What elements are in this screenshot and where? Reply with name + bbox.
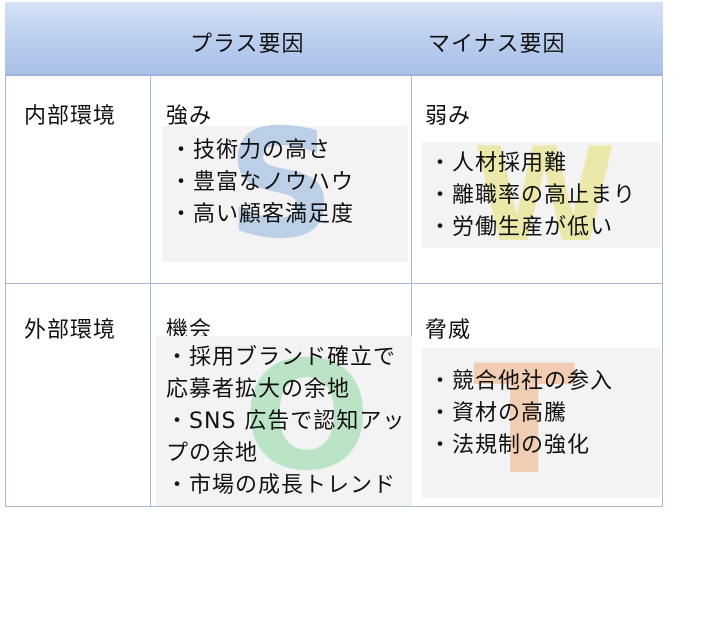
header-plus-factors: プラス要因 [190, 32, 305, 57]
threats-list: 競合他社の参入 資材の高騰 法規制の強化 [429, 366, 613, 462]
list-item: 労働生産が低い [429, 212, 636, 244]
list-item: 法規制の強化 [429, 430, 613, 462]
list-item: 高い顧客満足度 [170, 199, 354, 231]
row-label-internal: 内部環境 [24, 104, 117, 129]
list-item: 採用ブランド確立で [166, 342, 405, 374]
header-minus-factors: マイナス要因 [428, 32, 566, 57]
strengths-title: 強み [166, 104, 213, 129]
grid-line [5, 74, 6, 507]
list-item: 人材採用難 [429, 148, 636, 180]
weaknesses-list: 人材採用難 離職率の高止まり 労働生産が低い [429, 148, 636, 244]
grid-line [662, 74, 663, 507]
row-label-external: 外部環境 [24, 318, 117, 343]
swot-table: プラス要因 マイナス要因 内部環境 外部環境 強み S 技術力の高さ 豊富なノウ… [5, 2, 663, 507]
list-item: プの余地 [166, 441, 259, 466]
grid-line [5, 283, 663, 284]
list-item: 応募者拡大の余地 [166, 377, 351, 402]
threats-title: 脅威 [425, 318, 472, 343]
grid-line [411, 74, 412, 507]
list-item: 資材の高騰 [429, 398, 613, 430]
weaknesses-title: 弱み [425, 104, 472, 129]
grid-line [150, 74, 151, 507]
strengths-list: 技術力の高さ 豊富なノウハウ 高い顧客満足度 [170, 135, 354, 231]
table-header: プラス要因 マイナス要因 [5, 2, 663, 76]
grid-line [5, 506, 663, 507]
list-item: 市場の成長トレンド [166, 470, 405, 502]
list-item: 離職率の高止まり [429, 180, 636, 212]
list-item: 技術力の高さ [170, 135, 354, 167]
list-item: 豊富なノウハウ [170, 167, 354, 199]
opportunities-list: 採用ブランド確立で 応募者拡大の余地 SNS 広告で認知アッ プの余地 市場の成… [166, 342, 405, 502]
list-item: SNS 広告で認知アッ [166, 406, 405, 438]
list-item: 競合他社の参入 [429, 366, 613, 398]
